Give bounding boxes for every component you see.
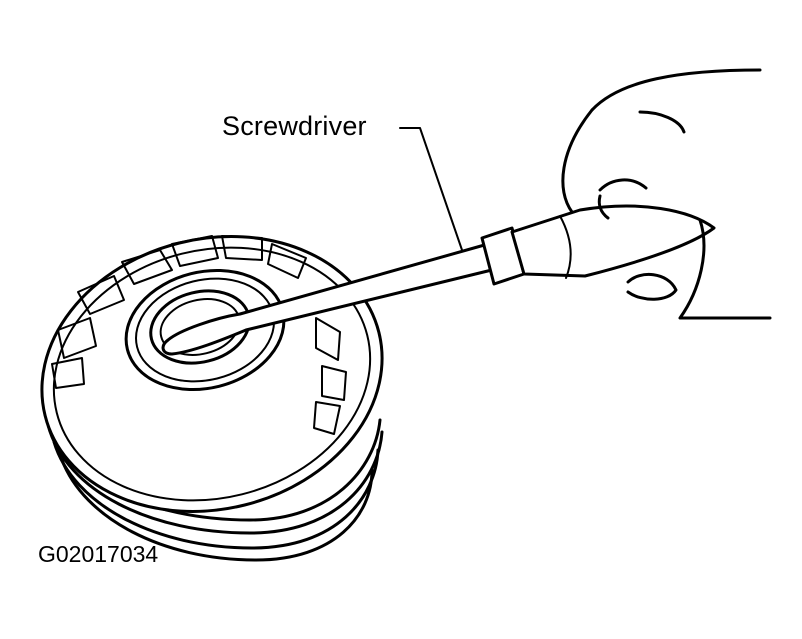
hand-icon	[561, 68, 772, 320]
screwdriver-icon	[161, 204, 716, 356]
callout-leader	[399, 127, 463, 251]
seal-pulley-icon	[40, 235, 384, 562]
figure-code: G02017034	[38, 541, 159, 567]
callout-label: Screwdriver	[222, 111, 367, 141]
housing-slots	[51, 235, 347, 435]
